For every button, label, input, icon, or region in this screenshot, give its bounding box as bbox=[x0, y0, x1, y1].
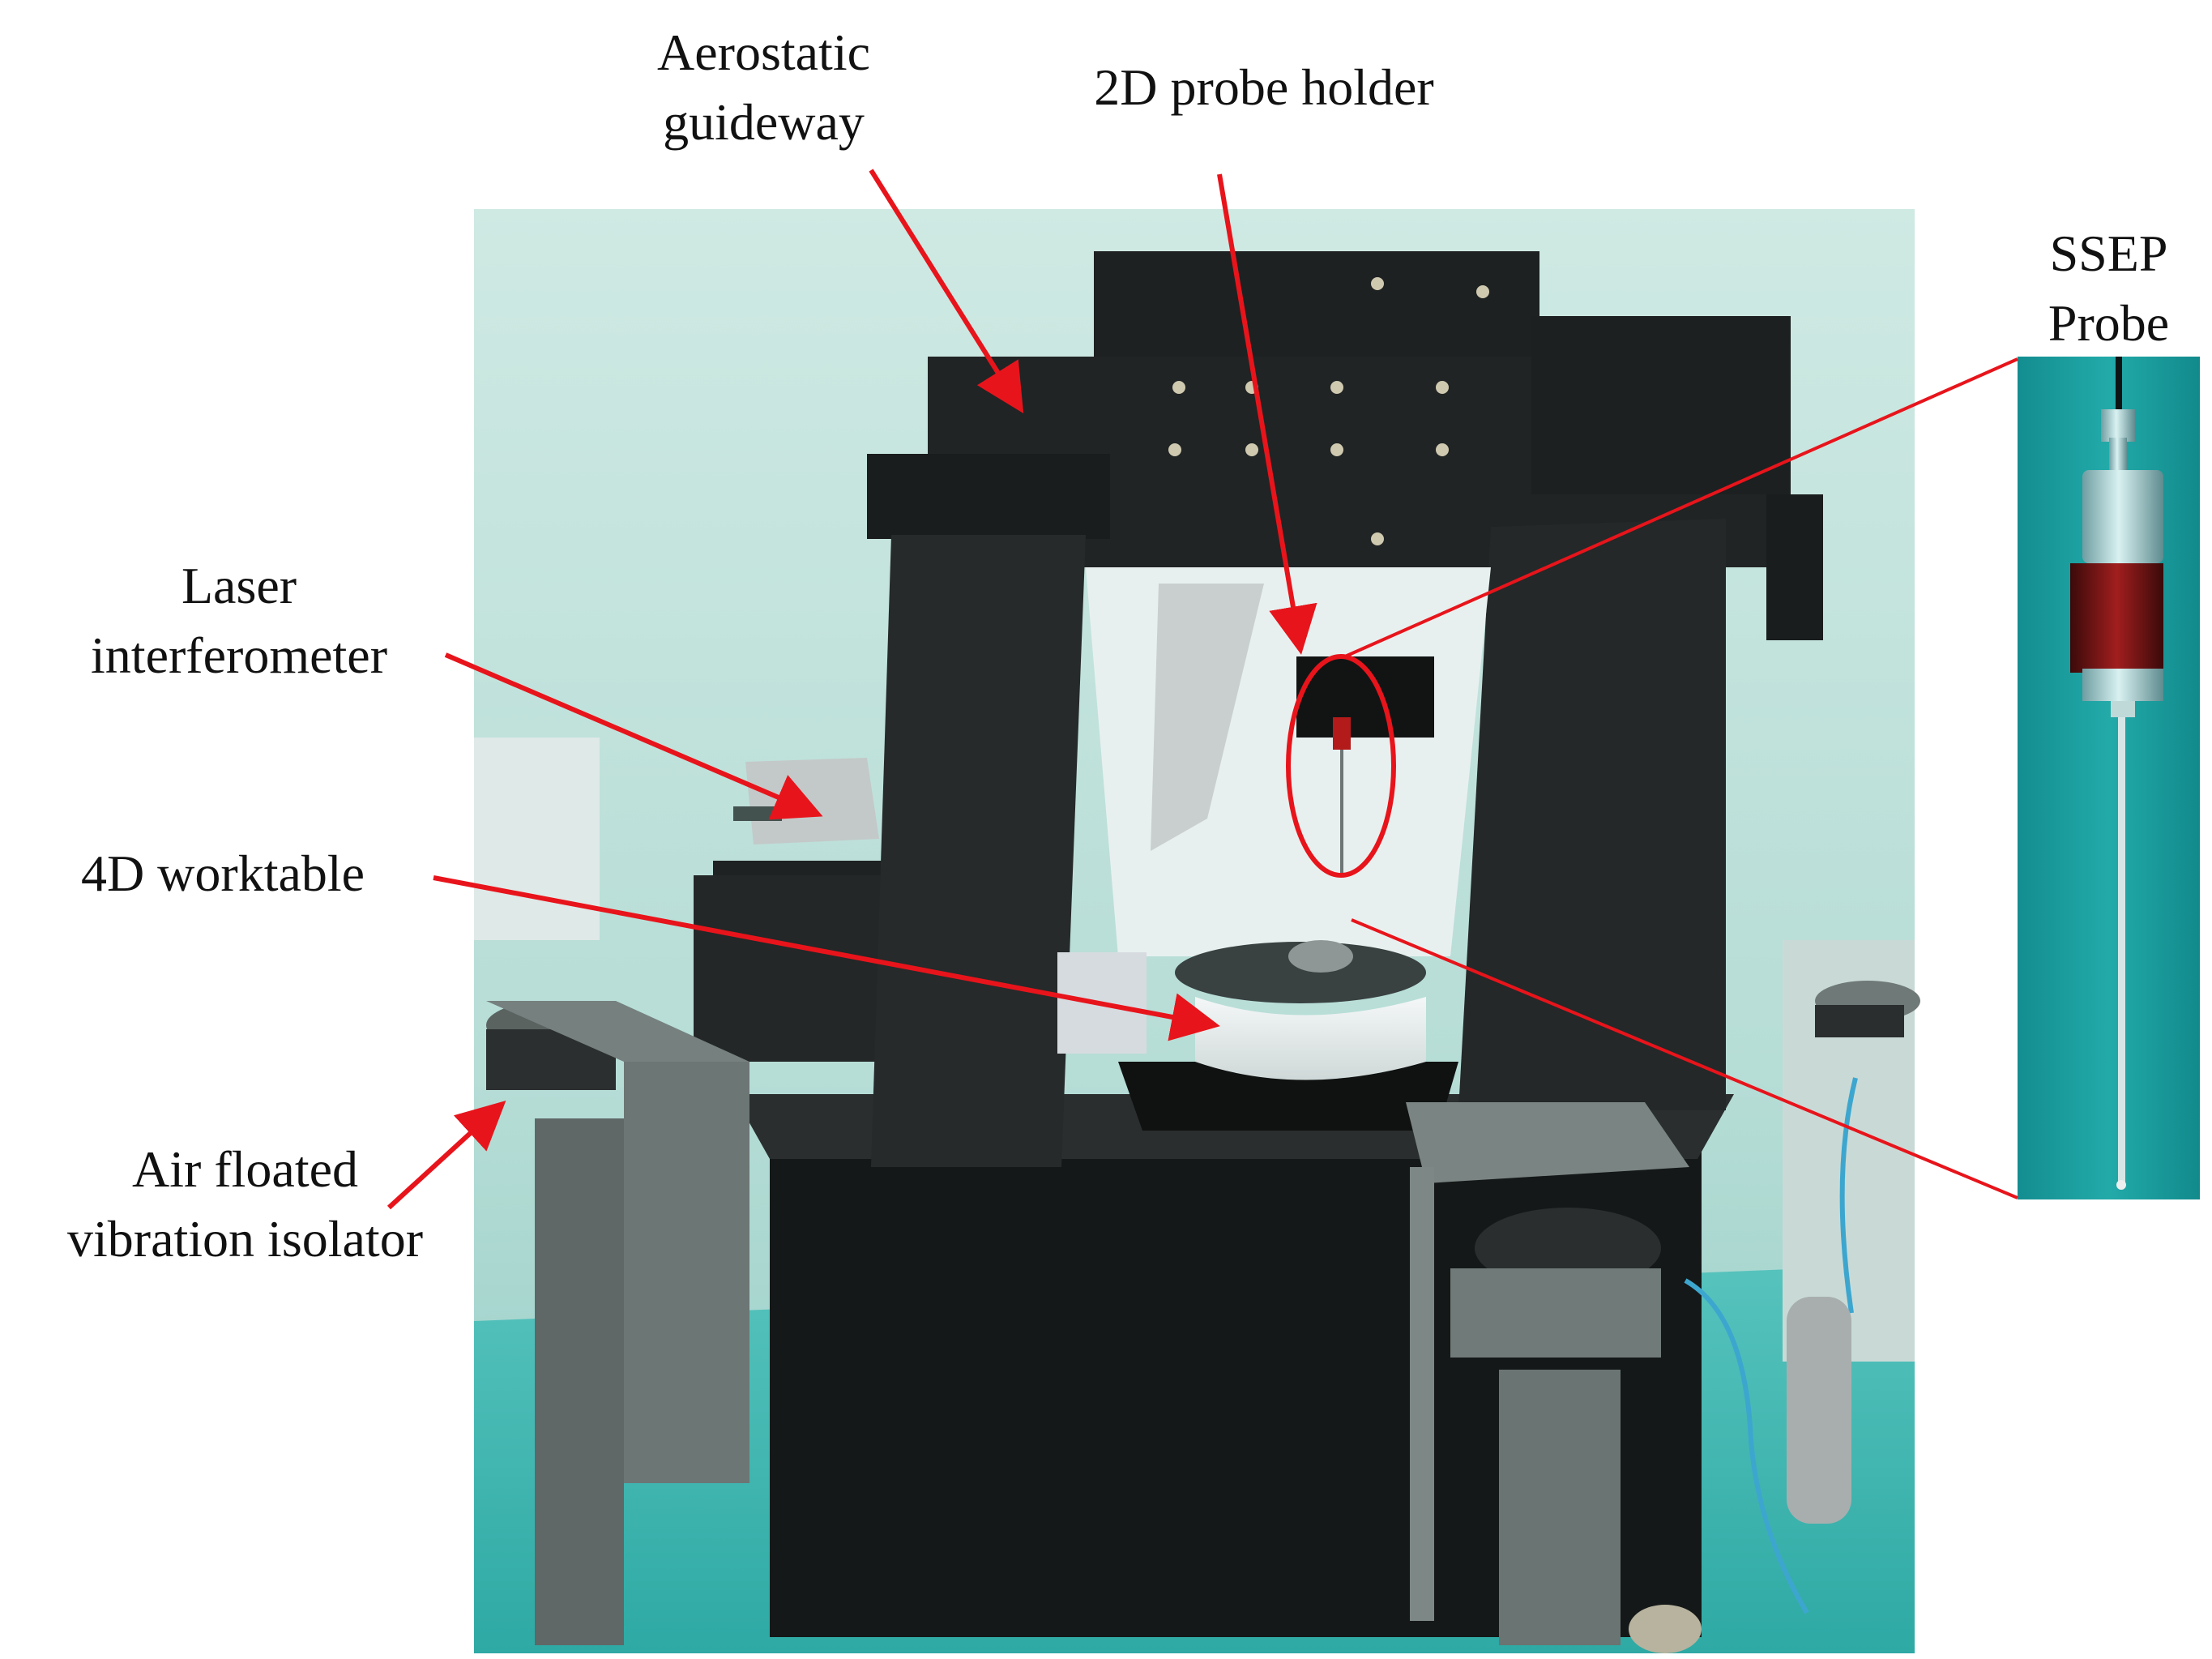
label-laser-interferometer: Laser interferometer bbox=[45, 551, 433, 691]
label-ssep-probe-line-2: Probe bbox=[2048, 294, 2170, 352]
label-laser-interferometer-line-1: Laser bbox=[181, 557, 297, 614]
probe-holder-red-band bbox=[1333, 717, 1351, 750]
probe-arm bbox=[1151, 584, 1264, 851]
label-aerostatic-guideway: Aerostatic guideway bbox=[624, 18, 903, 157]
photo bbox=[474, 209, 1920, 1653]
probe-stylus-rod bbox=[2118, 717, 2125, 1183]
probe-ball-tip bbox=[2116, 1180, 2126, 1190]
callout-line-bottom bbox=[1351, 918, 2018, 1199]
label-ssep-probe-line-1: SSEP bbox=[2049, 224, 2168, 282]
label-laser-interferometer-line-2: interferometer bbox=[91, 626, 387, 684]
probe-body bbox=[2082, 470, 2163, 563]
side-cabinet bbox=[474, 738, 600, 940]
label-aerostatic-guideway-line-1: Aerostatic bbox=[657, 24, 870, 81]
air-hose bbox=[1684, 1278, 1809, 1614]
arrow-vibration-isolator bbox=[386, 1100, 506, 1210]
bridge-bolts bbox=[1168, 277, 1489, 545]
left-vibration-isolator bbox=[486, 1001, 749, 1645]
annotations bbox=[386, 169, 2018, 1210]
arrow-worktable bbox=[433, 875, 1220, 1041]
right-column bbox=[1458, 519, 1726, 1110]
arrow-probe-holder bbox=[1217, 173, 1317, 655]
worktable bbox=[1057, 940, 1458, 1131]
arrow-aerostatic-guideway bbox=[869, 169, 1024, 414]
probe-red-band bbox=[2070, 563, 2163, 673]
label-vibration-isolator: Air floated vibration isolator bbox=[16, 1135, 474, 1274]
probe-highlight-ellipse bbox=[1286, 654, 1396, 878]
label-probe-holder: 2D probe holder bbox=[1094, 58, 1434, 116]
probe-neck bbox=[2109, 438, 2127, 470]
label-aerostatic-guideway-line-2: guideway bbox=[663, 93, 865, 151]
label-worktable: 4D worktable bbox=[80, 844, 365, 902]
callout-line-top bbox=[1344, 357, 2018, 658]
air-hose-2 bbox=[1839, 1077, 1858, 1314]
probe-tip-holder bbox=[2111, 701, 2135, 717]
air-filter bbox=[1629, 1605, 1702, 1653]
right-vibration-isolator bbox=[1406, 981, 1920, 1645]
left-base-block bbox=[694, 875, 883, 1062]
probe-lower-body bbox=[2082, 669, 2163, 701]
label-vibration-isolator-line-2: vibration isolator bbox=[66, 1210, 424, 1268]
label-ssep-probe: SSEP Probe bbox=[2018, 219, 2200, 358]
air-tank bbox=[1787, 1297, 1851, 1524]
arrow-laser-interferometer bbox=[444, 652, 823, 820]
label-vibration-isolator-line-1: Air floated bbox=[132, 1140, 358, 1198]
probe-connector bbox=[2101, 409, 2135, 442]
left-column bbox=[871, 535, 1086, 1167]
ssep-probe-inset bbox=[2018, 357, 2200, 1199]
